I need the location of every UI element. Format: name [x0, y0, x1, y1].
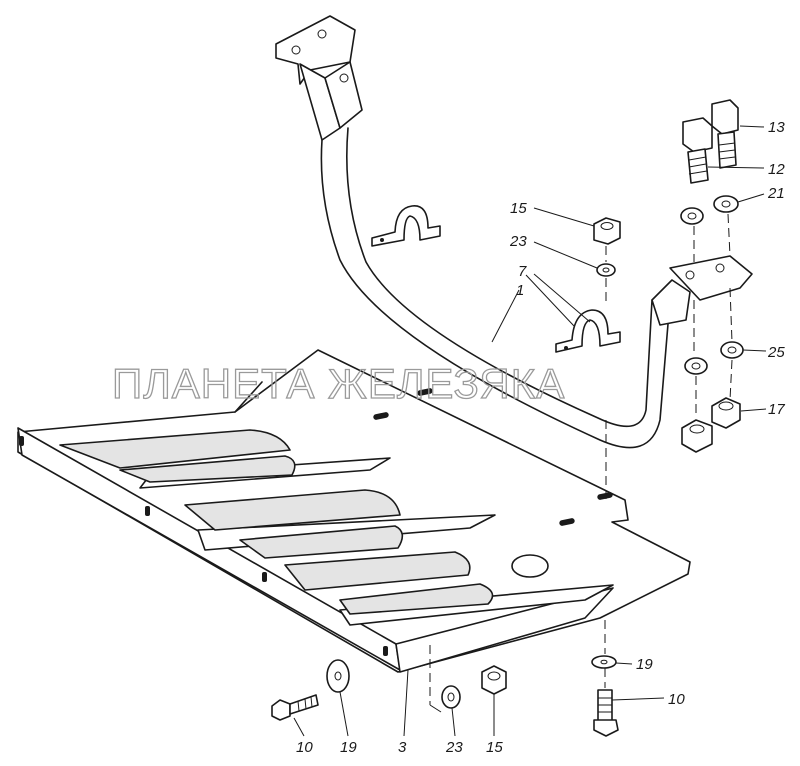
watermark-text: ПЛАНЕТА ЖЕЛЕЗЯКА: [112, 360, 565, 407]
callout-12: 12: [768, 161, 785, 178]
nut-17-a: [711, 397, 741, 429]
callout-10-right: 10: [668, 691, 685, 708]
callout-7: 7: [518, 263, 527, 280]
callout-19-bottom: 19: [340, 739, 357, 756]
nut-17-b: [681, 419, 713, 453]
washer-19-bottom: [326, 659, 350, 693]
lock-washer-25-b: [720, 341, 744, 359]
callout-19-right: 19: [636, 656, 653, 673]
callout-17: 17: [768, 401, 785, 418]
callout-13: 13: [768, 119, 785, 136]
nut-15-top: [593, 217, 621, 245]
plate-round-hole: [511, 554, 549, 578]
callout-23-top: 23: [509, 233, 527, 250]
washer-19-right: [591, 655, 617, 669]
washer-21-b: [713, 195, 739, 213]
bolt-10-left: [271, 694, 319, 721]
washer-23-bottom: [441, 685, 461, 709]
support-bracket: [275, 15, 753, 449]
bolt-13: [711, 99, 739, 169]
clamp-lower: [555, 309, 621, 353]
leader-lines: [293, 125, 767, 737]
callout-23-bottom: 23: [445, 739, 463, 756]
callout-10-bottom: 10: [296, 739, 313, 756]
callout-15-bottom: 15: [486, 739, 503, 756]
lock-washer-25-a: [684, 357, 708, 375]
callout-21: 21: [767, 185, 785, 202]
washer-23-top: [596, 263, 616, 277]
washer-21-a: [680, 207, 704, 225]
bolt-12: [682, 117, 713, 184]
callout-25: 25: [767, 344, 785, 361]
nut-15-bottom: [481, 665, 507, 695]
clamp-upper: [371, 205, 441, 247]
skid-plate: [17, 349, 691, 673]
callout-3: 3: [398, 739, 407, 756]
bolt-10-right: [593, 689, 619, 737]
callout-15-top: 15: [510, 200, 527, 217]
callout-1: 1: [516, 282, 524, 299]
